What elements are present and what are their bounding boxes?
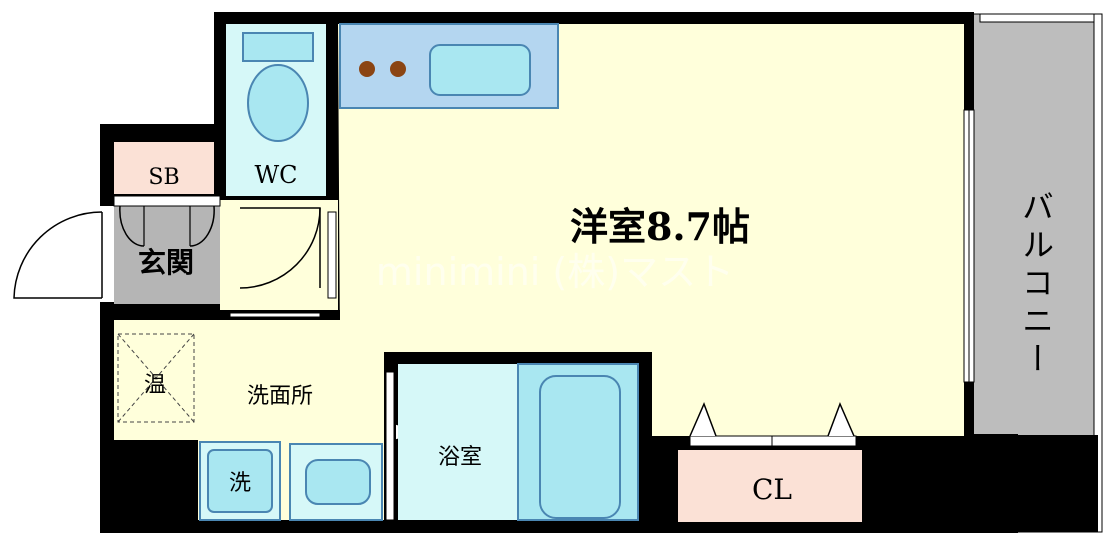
stove-burner-icon xyxy=(390,61,406,77)
shoe-box xyxy=(114,142,214,194)
toilet-tank xyxy=(242,32,314,62)
balcony-railing-top xyxy=(979,13,1099,23)
stove-burner-icon xyxy=(359,61,375,77)
entrance-label: 玄関 xyxy=(138,246,194,279)
bathroom-label: 浴室 xyxy=(438,445,482,470)
water-heater-label: 温 xyxy=(144,373,166,398)
entry-door-opening xyxy=(100,206,114,302)
wc-label: WC xyxy=(254,161,297,189)
watermark: minimini (株)マスト xyxy=(376,250,734,294)
hallway xyxy=(220,200,338,310)
bathroom xyxy=(398,364,518,520)
western-room xyxy=(338,24,964,436)
balcony-wall-block xyxy=(1018,435,1098,532)
closet xyxy=(678,450,862,522)
entry-door-swing[interactable] xyxy=(13,211,103,299)
washer-label: 洗 xyxy=(229,471,251,496)
toilet-bowl xyxy=(247,64,309,142)
kitchen-sink xyxy=(429,44,531,96)
western-room-label: 洋室8.7帖 xyxy=(570,204,750,249)
entrance-area xyxy=(114,206,220,304)
balcony-label: バルコニー xyxy=(1017,190,1055,380)
closet-label: CL xyxy=(752,473,792,506)
washroom-label: 洗面所 xyxy=(247,384,313,409)
hall-door-frame xyxy=(327,211,337,299)
sb-label: SB xyxy=(148,165,179,190)
